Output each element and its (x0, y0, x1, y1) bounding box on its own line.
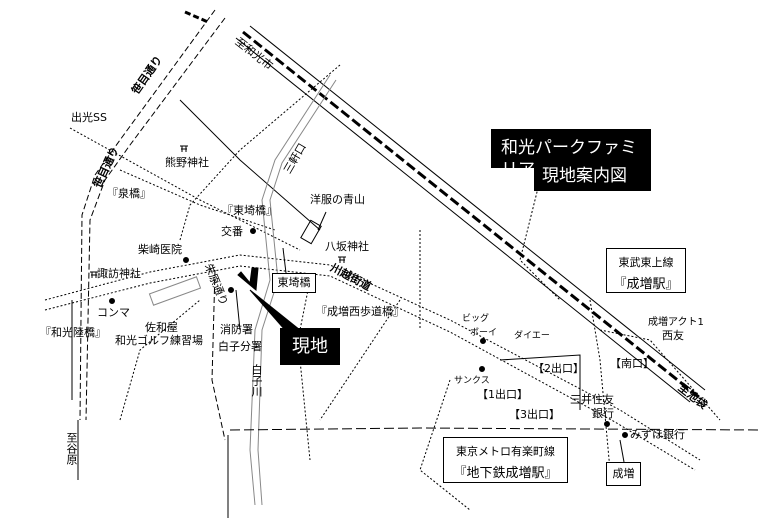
site-building (237, 267, 259, 291)
label-wako-bridge: 『和光陸橋』 (40, 326, 106, 339)
river-label-shirako: 白子川 (250, 364, 263, 397)
label-izumi-bridge: 『泉橋』 (107, 187, 151, 200)
label-fire-branch: 白子分署 (218, 340, 262, 353)
map-title-line2: 現地案内図 (534, 162, 651, 191)
label-sawaya: 佐和屋 (145, 321, 178, 334)
label-mizuho: みずほ銀行 (630, 428, 685, 441)
road (119, 299, 201, 421)
road (599, 329, 721, 421)
label-daiei: ダイエー (514, 331, 550, 341)
dot-shibasaki (183, 257, 189, 263)
road (69, 127, 301, 251)
leader (282, 247, 287, 274)
dot-konma (109, 298, 115, 304)
road (229, 427, 758, 431)
tobu-station-name: 『成増駅』 (613, 277, 679, 292)
road (211, 269, 226, 441)
leader (619, 439, 625, 463)
building-aoyama (300, 219, 322, 245)
dot-koban (250, 228, 256, 234)
building-golf (148, 276, 202, 306)
road-kawagoe (44, 254, 701, 461)
label-yasaka-shrine: 八坂神社 (325, 240, 369, 253)
railway-edge (235, 37, 691, 403)
metro-narimasu-station-box: 東京メトロ有楽町線 『地下鉄成増駅』 (443, 437, 568, 483)
label-south-exit: 【南口】 (610, 357, 654, 370)
road (419, 379, 471, 511)
label-higashizaki-bridge: 『東埼橋』 (222, 204, 277, 217)
label-fire-station: 消防署 (220, 323, 253, 336)
label-exit-3: 【3出口】 (509, 408, 560, 421)
label-smbc-2: 銀行 (592, 407, 614, 420)
railway-top (184, 10, 209, 24)
label-golf: 和光ゴルフ練習場 (115, 334, 203, 347)
road (119, 169, 276, 231)
dot-bigboy (480, 338, 486, 344)
road (499, 354, 581, 410)
road (297, 279, 311, 461)
leader (317, 211, 327, 231)
label-kumano-shrine: 熊野神社 (165, 156, 209, 169)
label-aoyama: 洋服の青山 (310, 193, 365, 206)
label-exit-1: 【1出口】 (477, 388, 528, 401)
dot-smbc (604, 421, 610, 427)
dot-fire (228, 287, 234, 293)
label-exit-2: 【2出口】 (533, 362, 584, 375)
label-bigboy-1: ビッグ (462, 314, 490, 324)
railway-edge (249, 25, 706, 391)
label-act1: 成増アクト1 (648, 317, 704, 328)
label-smbc-1: 三井住友 (570, 393, 614, 406)
river-shirako (249, 74, 331, 506)
narimasu-box: 成増 (606, 462, 641, 486)
tobu-line-name: 東武東上線 (618, 256, 674, 269)
label-suwa-shrine: 諏訪神社 (97, 267, 141, 280)
road (179, 99, 321, 231)
metro-station-name: 『地下鉄成増駅』 (453, 466, 558, 481)
tobu-narimasu-station-box: 東武東上線 『成増駅』 (606, 248, 686, 293)
label-bigboy-2: ボーイ (470, 328, 498, 338)
label-sunkus: サンクス (454, 376, 490, 386)
label-seiyu: 西友 (662, 329, 684, 342)
map-title-line1: 和光パークファミリア (491, 129, 651, 180)
dot-sunkus (479, 366, 485, 372)
label-narimasu-nishi-bridge: 『成増西歩道橋』 (316, 305, 404, 318)
label-higashizaki-box: 東埼橋 (272, 273, 316, 293)
road (179, 64, 341, 241)
label-konma: コンマ (97, 306, 130, 319)
site-label: 現地 (280, 328, 340, 365)
direction-yahara: 至谷原 (65, 432, 78, 465)
label-koban: 交番 (221, 225, 243, 238)
road (589, 299, 611, 471)
road (519, 179, 561, 301)
road-kawagoe (44, 265, 696, 471)
leader (235, 289, 241, 331)
shrine-icon (90, 145, 346, 278)
site-pointer (249, 289, 302, 331)
road-left (85, 17, 226, 421)
dot-mizuho (622, 432, 628, 438)
metro-line-name: 東京メトロ有楽町線 (456, 445, 555, 458)
road (319, 299, 401, 421)
label-shibasaki-clinic: 柴崎医院 (138, 243, 182, 256)
label-idemitsu: 出光SS (71, 111, 107, 124)
